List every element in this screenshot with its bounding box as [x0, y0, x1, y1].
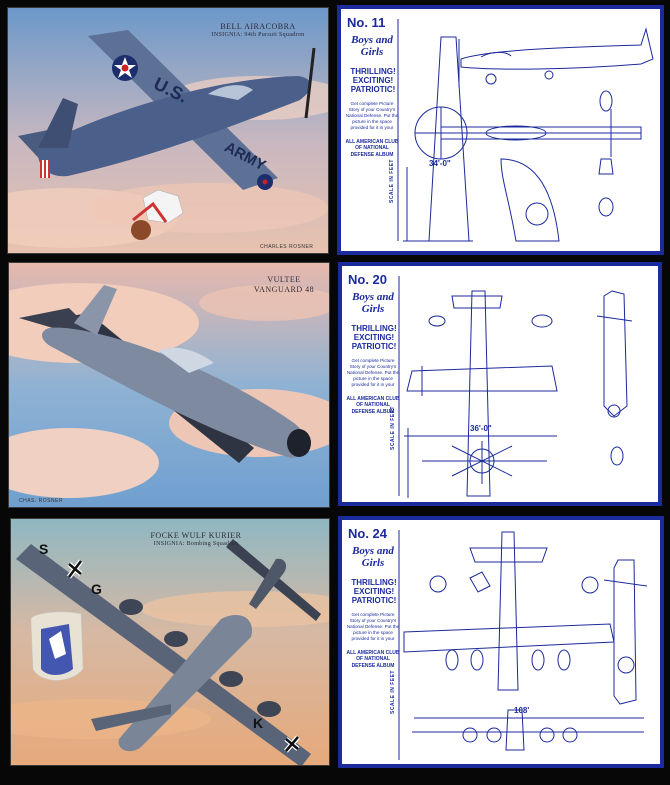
card-3-blueprint-drawing: [398, 530, 648, 760]
card-3-wing-letter-3: K: [253, 715, 264, 731]
card-1-club: ALL AMERICAN CLUB OF NATIONAL DEFENSE AL…: [345, 139, 399, 158]
card-3-insignia: INSIGNIA: Bombing Squadron: [153, 541, 239, 547]
card-3-art-title: FOCKE WULF KURIER INSIGNIA: Bombing Squa…: [131, 531, 261, 549]
card-1-insignia: INSIGNIA: 94th Pursuit Squadron: [211, 32, 305, 38]
card-1-small-text: Get complete Picture Story of your Count…: [345, 101, 399, 130]
card-1-art: BELL AIRACOBRA INSIGNIA: 94th Pursuit Sq…: [7, 7, 329, 254]
card-1-signature: CHARLES ROSNER: [260, 244, 314, 250]
card-3-art: FOCKE WULF KURIER INSIGNIA: Bombing Squa…: [10, 518, 330, 766]
card-2-dimension: 36'-0": [470, 424, 492, 433]
card-1-boys-girls: Boys and Girls: [351, 34, 393, 58]
card-2-blueprint: No. 20 Boys and Girls THRILLING! EXCITIN…: [338, 262, 662, 506]
card-1-blueprint: No. 11 Boys and Girls THRILLING! EXCITIN…: [337, 5, 664, 255]
card-3-wing-letter-2: G: [91, 581, 102, 597]
airacobra-illustration: [8, 8, 328, 253]
card-3-number: No. 24: [348, 526, 388, 541]
card-2-boys-girls: Boys and Girls: [352, 291, 394, 315]
card-3-plane-name: FOCKE WULF KURIER: [150, 531, 242, 540]
card-2-thrilling: THRILLING! EXCITING! PATRIOTIC!: [351, 324, 397, 352]
card-3-small-text: Get complete Picture Story of your Count…: [346, 612, 400, 641]
card-2-club: ALL AMERICAN CLUB OF NATIONAL DEFENSE AL…: [346, 396, 400, 415]
card-2-plane-name: VULTEE VANGUARD 48: [253, 275, 315, 294]
card-1-blueprint-drawing: [397, 19, 654, 242]
card-1-thrilling: THRILLING! EXCITING! PATRIOTIC!: [350, 67, 396, 95]
card-2-art: VULTEE VANGUARD 48 CHAS. ROSNER: [8, 262, 330, 508]
card-3-club: ALL AMERICAN CLUB OF NATIONAL DEFENSE AL…: [346, 650, 400, 669]
kurier-illustration: [11, 519, 329, 765]
card-1-dimension: 34'-0": [429, 159, 451, 168]
card-3-dimension: 108': [514, 706, 530, 715]
card-2-number: No. 20: [348, 272, 388, 287]
card-2-signature: CHAS. ROSNER: [19, 498, 64, 504]
card-2-blueprint-drawing: [398, 276, 633, 498]
vanguard-illustration: [9, 263, 329, 507]
card-1-plane-name: BELL AIRACOBRA: [220, 22, 296, 31]
card-3-boys-girls: Boys and Girls: [352, 545, 394, 569]
card-3-blueprint: No. 24 Boys and Girls THRILLING! EXCITIN…: [338, 516, 664, 768]
card-3-wing-letter-1: S: [39, 541, 49, 557]
card-2-small-text: Get complete Picture Story of your Count…: [346, 358, 400, 387]
card-1-number: No. 11: [347, 15, 386, 30]
card-1-art-title: BELL AIRACOBRA INSIGNIA: 94th Pursuit Sq…: [198, 22, 318, 40]
card-3-thrilling: THRILLING! EXCITING! PATRIOTIC!: [351, 578, 397, 606]
